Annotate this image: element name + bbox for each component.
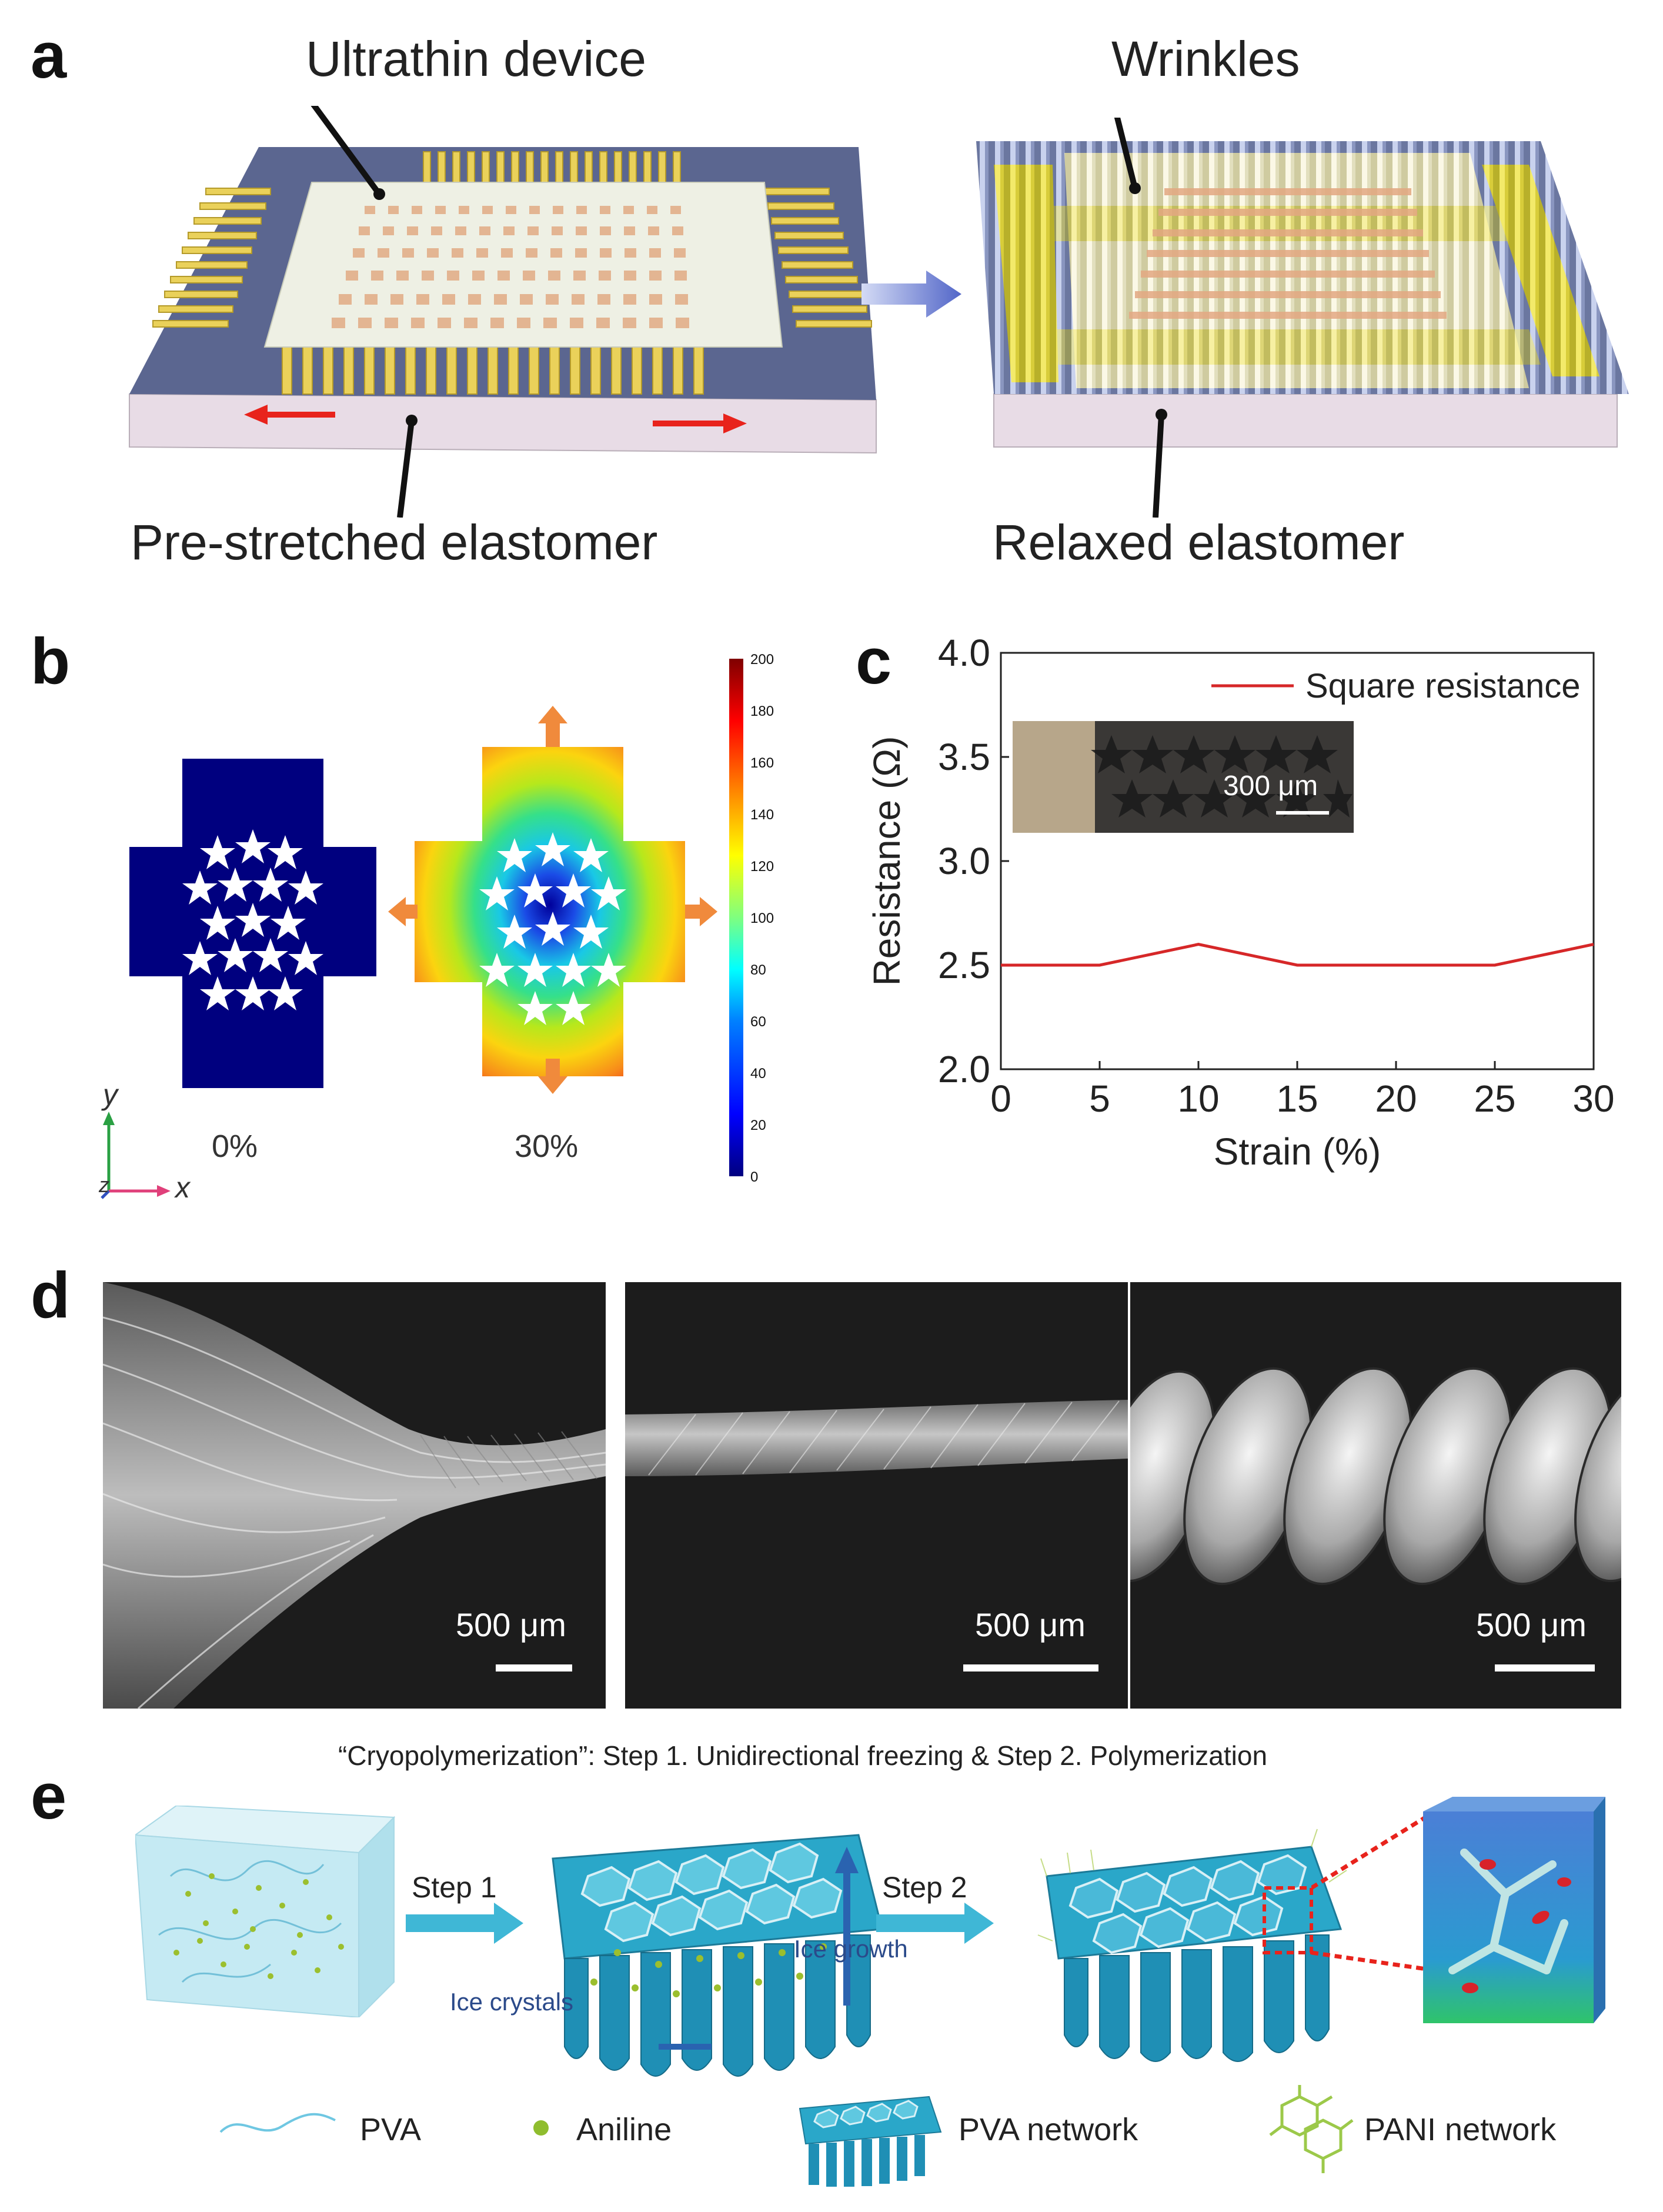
x-tick-label: 20: [1375, 1077, 1417, 1120]
prestretched-device-illustration: [129, 106, 877, 518]
step2-label: Step 2: [882, 1871, 967, 1904]
frozen-honeycomb: [552, 1834, 883, 2077]
colorbar-tick: 0: [750, 1169, 759, 1185]
colorbar-tick: 120: [750, 859, 774, 875]
axis-triad: [101, 1112, 171, 1199]
scale-label-1: 500 μm: [456, 1606, 566, 1643]
axis-label-z: z: [99, 1173, 109, 1197]
series-line-square-resistance: [1001, 943, 1594, 967]
y-tick-label: 2.5: [938, 944, 990, 986]
x-tick-label: 25: [1474, 1077, 1515, 1120]
y-tick-label: 3.5: [938, 736, 990, 778]
colorbar-tick: 100: [750, 910, 774, 926]
x-axis-label: Strain (%): [1214, 1130, 1381, 1173]
panel-d-letter: d: [31, 1259, 71, 1332]
colorbar: [729, 659, 743, 1176]
legend-pva-label: PVA: [360, 2112, 422, 2147]
scale-label-3: 500 μm: [1476, 1606, 1587, 1643]
inset-micrograph: [1013, 721, 1354, 833]
precursor-box: [135, 1806, 396, 2017]
panel-b-letter: b: [31, 625, 71, 698]
colorbar-tick: 200: [750, 652, 774, 668]
panel-e-title: “Cryopolymerization”: Step 1. Unidirecti…: [338, 1740, 1268, 1771]
x-tick-label: 5: [1089, 1077, 1110, 1120]
colorbar-tick: 140: [750, 807, 774, 823]
axis-label-y: y: [103, 1078, 118, 1111]
y-axis-label: Resistance (Ω): [866, 736, 908, 986]
legend-pva-icon: [219, 2113, 336, 2133]
scale-label-2: 500 μm: [975, 1606, 1086, 1643]
zoom-network-cube: [1423, 1797, 1605, 2023]
y-tick-label: 3.0: [938, 840, 990, 882]
label-wrinkles: Wrinkles: [1111, 31, 1300, 86]
colorbar-ticks: 200 180 160 140 120 100 80 60 40 20 0: [750, 652, 786, 1185]
legend-pva-network-label: PVA network: [959, 2112, 1138, 2147]
legend-aniline-label: Aniline: [576, 2112, 672, 2147]
step1-arrow: [406, 1903, 523, 1944]
ice-crystals-label: Ice crystals: [450, 1988, 574, 2016]
inset-scale-label: 300 μm: [1223, 770, 1318, 802]
label-relaxed-elastomer: Relaxed elastomer: [993, 515, 1405, 570]
legend-pva-network-icon: [799, 2096, 942, 2187]
axis-label-x: x: [175, 1171, 190, 1204]
label-ultrathin-device: Ultrathin device: [306, 31, 646, 86]
scale-bar-3: [1495, 1664, 1595, 1671]
x-tick-label: 30: [1572, 1077, 1614, 1120]
panel-c-letter: c: [856, 625, 892, 698]
fem-strain-0-shape: [129, 759, 376, 1088]
scale-bar-1: [496, 1664, 572, 1671]
y-tick-label: 4.0: [938, 635, 990, 674]
panel-a-letter: a: [31, 19, 67, 92]
relaxed-device-illustration: [976, 118, 1629, 518]
ice-growth-label: Ice growth: [794, 1935, 908, 1963]
step2-arrow: [876, 1903, 994, 1944]
colorbar-tick: 180: [750, 703, 774, 719]
transition-arrow: [861, 271, 961, 318]
panel-e-letter: e: [31, 1760, 67, 1833]
scale-bar-2: [963, 1664, 1098, 1671]
label-prestretched-elastomer: Pre-stretched elastomer: [131, 515, 658, 570]
x-tick-label: 10: [1177, 1077, 1219, 1120]
strain-label-30: 30%: [515, 1129, 579, 1164]
x-tick-label: 15: [1276, 1077, 1318, 1120]
sem-image-single-fiber: 500 μm: [625, 1282, 1128, 1709]
colorbar-tick: 80: [750, 962, 766, 978]
colorbar-tick: 160: [750, 755, 774, 771]
colorbar-tick: 40: [750, 1066, 766, 1082]
fem-strain-30-shape: [388, 706, 717, 1094]
polymerized-honeycomb: [1037, 1829, 1347, 2062]
colorbar-tick: 60: [750, 1014, 766, 1030]
x-tick-label: 0: [990, 1077, 1011, 1120]
zoom-connector-lines: [1311, 1810, 1436, 1973]
legend-pani-network-icon: [1269, 2085, 1354, 2173]
sem-image-coiled-fiber: 500 μm: [1130, 1282, 1621, 1709]
legend-pani-network-label: PANI network: [1364, 2112, 1557, 2147]
step1-label: Step 1: [412, 1871, 497, 1904]
y-tick-label: 2.0: [938, 1048, 990, 1090]
legend-aniline-icon: [533, 2120, 549, 2136]
plot-frame: [1000, 652, 1595, 1070]
legend-label: Square resistance: [1305, 667, 1580, 705]
colorbar-tick: 20: [750, 1117, 766, 1133]
resistance-strain-chart: 300 μm 0 5 10 15 20 25 30 2.0 2.5 3.0 3.5 4.0Strain…: [866, 635, 1615, 1173]
sem-image-twisted-fibers: 500 μm: [103, 1282, 606, 1709]
strain-label-0: 0%: [212, 1129, 258, 1164]
